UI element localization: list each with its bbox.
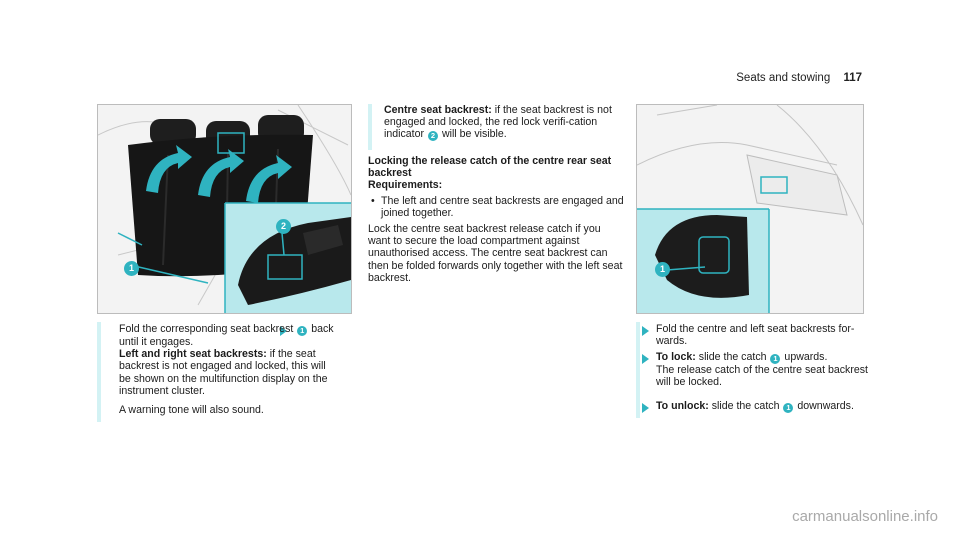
centre-heading: Centre seat backrest: [384, 104, 492, 116]
watermark: carmanualsonline.info [792, 508, 938, 525]
callout-2: 2 [276, 219, 291, 234]
lr-text: if the seat backrest is not engaged and … [119, 348, 328, 397]
centre-text-a: if the seat backrest is not engaged and … [384, 104, 612, 141]
col3-step1: Fold the centre and left seat backrests … [656, 323, 855, 348]
lock-result: The release catch of the centre seat bac… [656, 364, 868, 389]
callout-2: 2 [428, 131, 438, 142]
seat-backrest-figure: 1 2 [97, 104, 352, 314]
page-header: Seats and stowing 117 [736, 72, 862, 84]
section-title: Seats and stowing [736, 72, 831, 84]
unlock-text-b: downwards. [797, 400, 854, 412]
lock-paragraph: Lock the centre seat backrest release ca… [368, 223, 623, 284]
column3-bar [636, 322, 640, 418]
warning-text: A warning tone will also sound. [119, 404, 264, 417]
lock-text-b: upwards. [784, 351, 828, 363]
catch-illustration [637, 105, 863, 313]
column2-bar [368, 104, 372, 150]
callout-1: 1 [297, 326, 308, 336]
col3-lock: To lock: slide the catch 1 upwards. The … [656, 351, 870, 388]
col3-unlock: To unlock: slide the catch 1 downwards. [656, 400, 870, 413]
callout-1: 1 [783, 403, 794, 413]
column1-bar [97, 322, 101, 422]
requirements-list: The left and centre seat backrests are e… [368, 195, 624, 219]
locking-section: Locking the release catch of the centre … [368, 155, 624, 284]
step-arrow-icon [280, 326, 287, 336]
page-number: 117 [843, 72, 862, 84]
step-arrow-icon [642, 403, 649, 413]
step-arrow-icon [642, 326, 649, 336]
column1-text: Fold the corresponding seat backrest 1 b… [119, 323, 335, 416]
lr-heading: Left and right seat backrests: [119, 348, 267, 361]
callout-1: 1 [770, 354, 781, 364]
list-item: The left and centre seat backrests are e… [371, 195, 624, 219]
seat-illustration [98, 105, 351, 313]
lock-label: To lock: [656, 351, 696, 363]
step-arrow-icon [642, 354, 649, 364]
callout-1: 1 [124, 261, 139, 276]
unlock-text-a: slide the catch [711, 400, 780, 412]
release-catch-figure: 1 [636, 104, 864, 314]
unlock-label: To unlock: [656, 400, 709, 412]
locking-heading: Locking the release catch of the centre … [368, 155, 612, 180]
requirements-heading: Requirements: [368, 179, 443, 192]
lock-text-a: slide the catch [698, 351, 767, 363]
callout-1: 1 [655, 262, 670, 277]
centre-text-b: will be visible. [441, 128, 507, 141]
column2-text: Centre seat backrest: if the seat backre… [384, 104, 624, 142]
step1-text-a: Fold the corresponding seat backrest [119, 323, 294, 335]
step1-text-b: back until it engages. [119, 323, 334, 348]
